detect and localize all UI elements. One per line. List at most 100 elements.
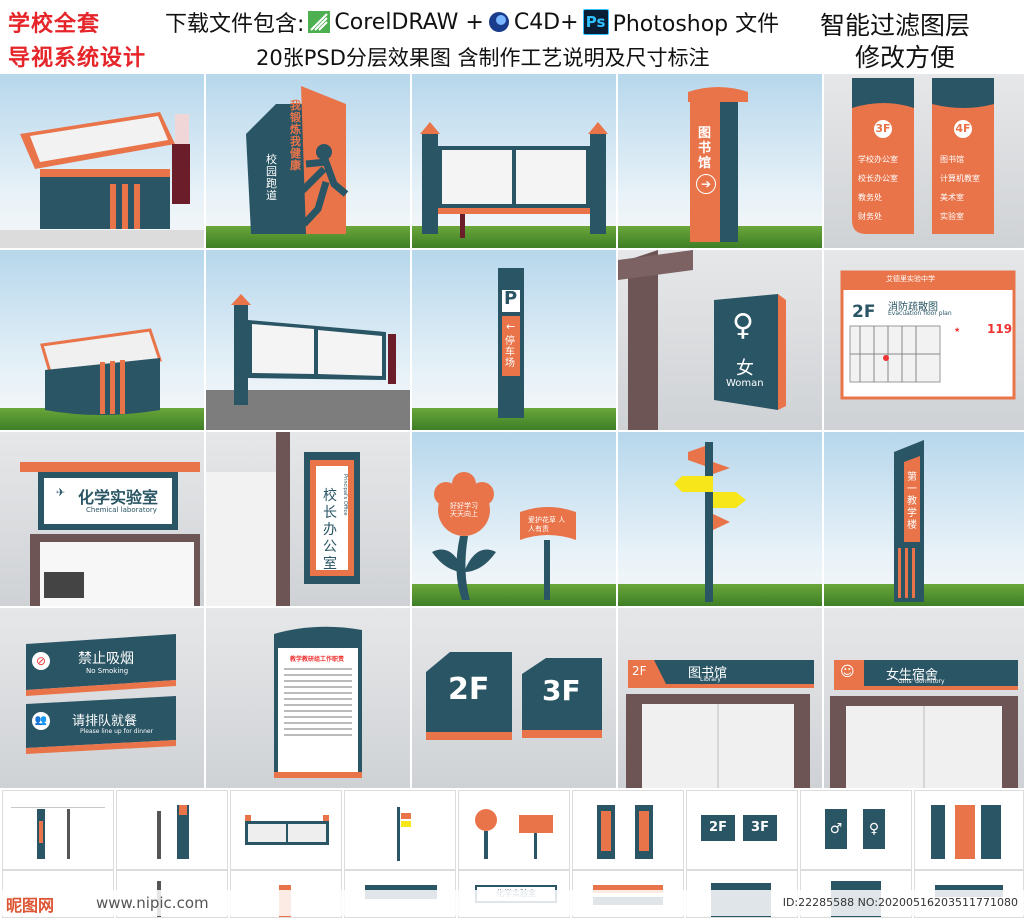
thumb-direction [344,790,456,870]
floor-3f-badge: 3F [874,120,892,138]
thumb-vertical-signs [572,790,684,870]
c4d-icon [488,11,510,33]
woman-label: Woman [726,378,764,389]
mockup-parking-sign: P ← 停车场 [412,250,616,430]
campus-run-label: 校园跑道 [266,153,277,202]
library-vertical-label: 图书馆 [698,126,712,171]
photoshop-label: Photoshop 文件 [612,12,780,37]
download-label: 下载文件包含: [165,12,305,37]
mockup-map-sign-front [0,250,204,430]
female-icon-small: ♀ [863,809,885,849]
download-info: 下载文件包含: CorelDRAW + C4D+ Ps Photoshop 文件 [165,6,779,38]
floor-3f-list: 学校办公室 校长办公室 教务处 财务处 [858,150,898,226]
thumb-3f: 3F [743,815,777,841]
no-smoking-icon: ⊘ [32,652,50,670]
no-smoking-cn: 禁止吸烟 [78,651,134,667]
chem-lab-cn: 化学实验室 [78,488,159,507]
mockup-floor-index: 3F 4F 学校办公室 校长办公室 教务处 财务处 图书馆 计算机教室 美术室 … [824,74,1024,248]
mockup-library-pillar: 图书馆 ➔ [618,74,822,248]
floor-3f-big: 3F [542,674,581,707]
floor-item: 计算机教室 [940,174,980,183]
parking-p-icon: P [504,288,518,309]
floor-item: 校长办公室 [858,174,898,183]
watermark-bar: 昵图网 www.nipic.com ID:22285588 NO:2020051… [0,890,1024,916]
flag-icon: ✈ [56,486,66,499]
fire-subtitle: Evacuation floor plan [888,310,952,317]
mockup-running-sign: 我锻炼 我健康 校园跑道 [206,74,410,248]
arrow-right-icon: ➔ [696,174,716,194]
girls-dorm-cn: 女生宿舍 [886,668,939,683]
title-line-1: 学校全套 [8,12,101,37]
floor-4f-badge: 4F [954,120,972,138]
image-id: ID:22285588 NO:20200516203511771080 [782,896,1018,909]
thumb-parking [2,790,114,870]
mockup-library-door: 2F 图书馆 Library [618,608,822,788]
mockup-direction-post [618,432,822,606]
run-slogan: 我锻炼 我健康 [290,99,301,172]
star-icon: ★ [954,326,961,334]
thumb-floor-numbers: 2F 3F [686,790,798,870]
mockup-principal-office: 校长办公室 Principal's Office [206,432,410,606]
fire-floor: 2F [852,302,876,322]
girls-dorm-en: Girls' dormitory [898,678,945,685]
thumb-notice-board [230,790,342,870]
floor-item: 学校办公室 [858,155,898,164]
arrow-left-icon: ← [506,320,516,333]
mockup-girls-dorm-door: ☺ 女生宿舍 Girls' dormitory [824,608,1024,788]
thumb-pillar [116,790,228,870]
mockup-notice-board-angled [206,250,410,430]
thumb-floor-index [914,790,1024,870]
thumb-restroom: ♂ ♀ [800,790,912,870]
teaching-building-label: 第一教学楼 [907,472,917,531]
thumb-2f: 2F [701,815,735,841]
fire-title: 消防疏散图 [888,302,938,313]
notice-title: 教学教研组工作职责 [290,656,345,663]
coreldraw-label: CorelDRAW + [334,9,484,35]
female-label: 女 [736,358,754,379]
coreldraw-icon [308,11,331,33]
thumb-flower [458,790,570,870]
people-icon: 👥 [32,712,50,730]
floor-item: 实验室 [940,212,964,221]
floor-4f-list: 图书馆 计算机教室 美术室 实验室 [940,150,980,226]
female-head-icon: ☺ [840,664,855,680]
book-text: 爱护花草 人人有责 [528,516,566,533]
nipic-url: www.nipic.com [96,894,209,912]
no-smoking-en: No Smoking [86,667,129,675]
mockup-floor-number-signs: 2F 3F [412,608,616,788]
school-name: 艾德里实验中学 [886,275,935,283]
header-banner: 学校全套 导视系统设计 下载文件包含: CorelDRAW + C4D+ Ps … [0,0,1024,74]
mockup-notice-board [412,74,616,248]
floor-item: 教务处 [858,193,882,202]
floor-2f-big: 2F [448,672,490,707]
c4d-label: C4D+ [513,9,579,35]
mockup-teaching-building: 第一教学楼 [824,432,1024,606]
library-floor: 2F [632,664,647,678]
subline: 20张PSD分层效果图 含制作工艺说明及尺寸标注 [256,46,710,70]
mockup-fire-evacuation: 艾德里实验中学 消防疏散图 Evacuation floor plan 2F ★… [824,250,1024,430]
principal-office-en: Principal's Office [342,474,348,516]
flower-text: 好好学习 天天向上 [450,502,478,518]
library-door-cn: 图书馆 [688,666,728,681]
queue-en: Please line up for dinner [80,728,154,735]
female-icon: ♀ [732,308,754,343]
mockup-chem-lab-door: ✈ 化学实验室 Chemical laboratory [0,432,204,606]
library-door-en: Library [700,676,721,683]
floor-item: 财务处 [858,212,882,221]
chem-lab-en: Chemical laboratory [86,506,157,514]
mockup-no-smoking-sign: ⊘ 禁止吸烟 No Smoking 👥 请排队就餐 Please line up… [0,608,204,788]
floor-item: 图书馆 [940,155,964,164]
queue-cn: 请排队就餐 [72,714,138,729]
mockup-map-sign [0,74,204,248]
easy-edit-text: 修改方便 [855,43,956,72]
mockup-flower-book-sign: 好好学习 天天向上 爱护花草 人人有责 [412,432,616,606]
parking-label: 停车场 [505,336,515,369]
male-icon: ♂ [825,809,847,849]
fire-phone: 119 [987,322,1013,336]
smart-filter-text: 智能过滤图层 [820,11,971,40]
mockup-restroom-sign: ♀ 女 Woman [618,250,822,430]
floor-item: 美术室 [940,193,964,202]
title-line-2: 导视系统设计 [8,46,147,71]
principal-office-label: 校长办公室 [323,488,337,572]
photoshop-icon: Ps [582,9,609,35]
